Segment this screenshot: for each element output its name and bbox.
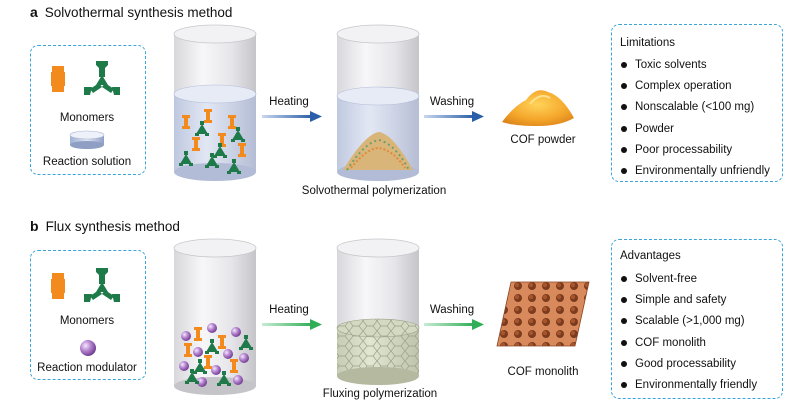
tripodal-monomer-icon <box>84 61 120 95</box>
list-item: Scalable (>1,000 mg) <box>620 314 757 335</box>
panel-b-heading: Flux synthesis method <box>45 219 180 234</box>
panel-b-modulator-label: Reaction modulator <box>37 362 137 374</box>
list-item: Nonscalable (<100 mg) <box>620 100 770 121</box>
panel-a-heating-label: Heating <box>269 96 309 108</box>
list-item: Complex operation <box>620 79 770 100</box>
panel-a-heating-arrow <box>262 111 322 122</box>
list-item: Good processability <box>620 357 757 378</box>
panel-b-monomers-label: Monomers <box>59 315 115 327</box>
advantages-title: Advantages <box>620 250 681 262</box>
list-item: Toxic solvents <box>620 58 770 79</box>
limitations-list: Toxic solvents Complex operation Nonscal… <box>620 58 770 185</box>
advantages-list: Solvent-free Simple and safety Scalable … <box>620 272 757 399</box>
linear-monomer-icon <box>51 66 65 92</box>
panel-a-title: a Solvothermal synthesis method <box>30 4 232 20</box>
panel-b-inputs-box <box>30 250 146 380</box>
cof-powder-icon <box>502 90 574 126</box>
panel-a-product-label: COF powder <box>510 134 576 146</box>
panel-b-washing-label: Washing <box>429 304 475 316</box>
panel-b-monomer-icons <box>51 268 120 302</box>
tripodal-monomer-icon <box>84 268 120 302</box>
panel-a-monomer-icons <box>51 61 120 95</box>
panel-a-washing-label: Washing <box>429 96 475 108</box>
list-item: Poor processability <box>620 143 770 164</box>
list-item: Solvent-free <box>620 272 757 293</box>
panel-a-inputs-box <box>30 45 146 175</box>
advantages-box <box>611 239 783 399</box>
panel-b-reactor-cylinder <box>173 238 257 395</box>
list-item: COF monolith <box>620 336 757 357</box>
panel-b-heating-arrow <box>262 319 322 330</box>
panel-a-reactor-cylinder <box>173 24 257 181</box>
panel-a-monomers-label: Monomers <box>59 112 115 124</box>
solution-disc-icon <box>69 130 105 149</box>
limitations-title: Limitations <box>620 37 675 49</box>
panel-b-letter: b <box>30 218 39 234</box>
panel-b-fluxing-cylinder <box>336 238 420 385</box>
panel-b-heating-label: Heating <box>269 304 309 316</box>
panel-b-product-label: COF monolith <box>507 366 579 378</box>
list-item: Powder <box>620 122 770 143</box>
modulator-sphere-icon <box>80 340 96 356</box>
limitations-box <box>611 24 783 182</box>
list-item: Environmentally friendly <box>620 378 757 399</box>
panel-b-title: b Flux synthesis method <box>30 218 180 234</box>
linear-monomer-icon <box>51 273 65 299</box>
panel-a-letter: a <box>30 4 38 20</box>
list-item: Environmentally unfriendly <box>620 164 770 185</box>
panel-a-washing-arrow <box>424 111 484 122</box>
cof-monolith-icon <box>496 281 590 347</box>
panel-a-process-label: Solvothermal polymerization <box>301 185 447 197</box>
panel-b-washing-arrow <box>424 319 484 330</box>
list-item: Simple and safety <box>620 293 757 314</box>
panel-a-heading: Solvothermal synthesis method <box>44 5 233 20</box>
panel-a-polymerization-cylinder <box>336 24 420 181</box>
panel-b-process-label: Fluxing polymerization <box>322 388 438 400</box>
panel-a-solution-label: Reaction solution <box>42 156 132 168</box>
